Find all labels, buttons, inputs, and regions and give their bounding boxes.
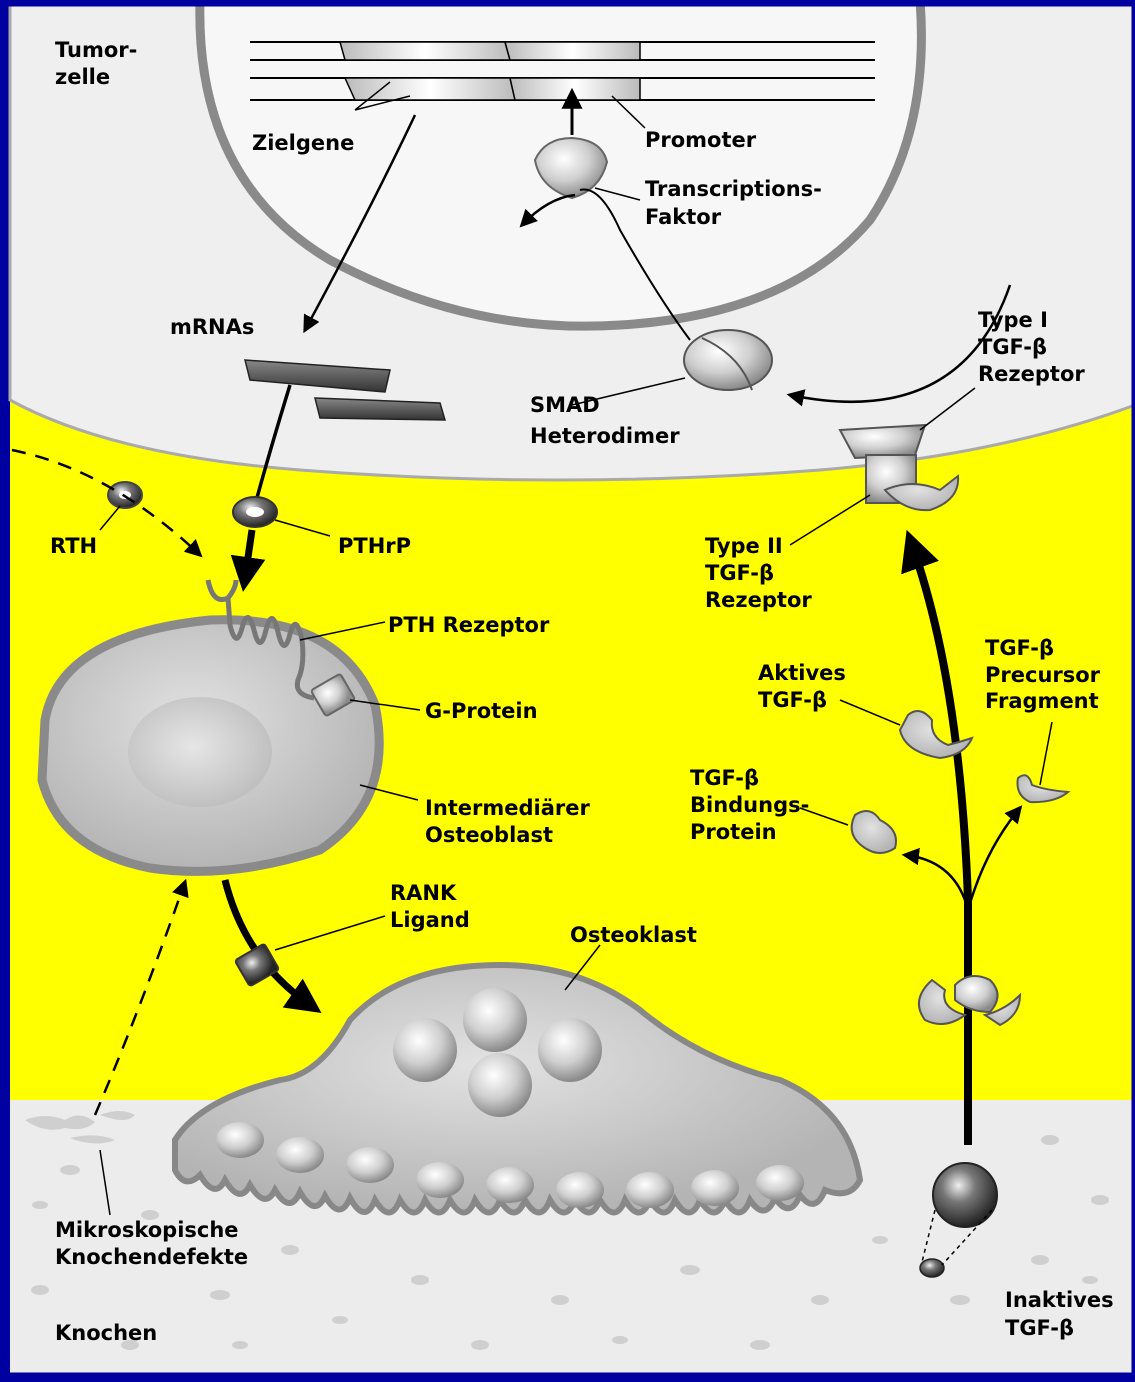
label-rth: RTH [50, 534, 97, 558]
smad-heterodimer-shape [684, 330, 772, 390]
label-mrnas: mRNAs [170, 315, 254, 339]
label-pth-receptor: PTH Rezeptor [388, 613, 550, 637]
inactive-tgfb-sphere [933, 1163, 997, 1227]
label-osteoclast: Osteoklast [570, 923, 697, 947]
label-g-protein: G-Protein [425, 699, 538, 723]
label-target-genes: Zielgene [252, 131, 354, 155]
osteoblast-cell [42, 620, 379, 872]
label-bone: Knochen [55, 1321, 157, 1345]
pthrp-particle [233, 497, 277, 527]
inactive-tgfb-small [920, 1259, 944, 1277]
label-promoter: Promoter [645, 128, 757, 152]
label-pthrp: PTHrP [338, 534, 411, 558]
